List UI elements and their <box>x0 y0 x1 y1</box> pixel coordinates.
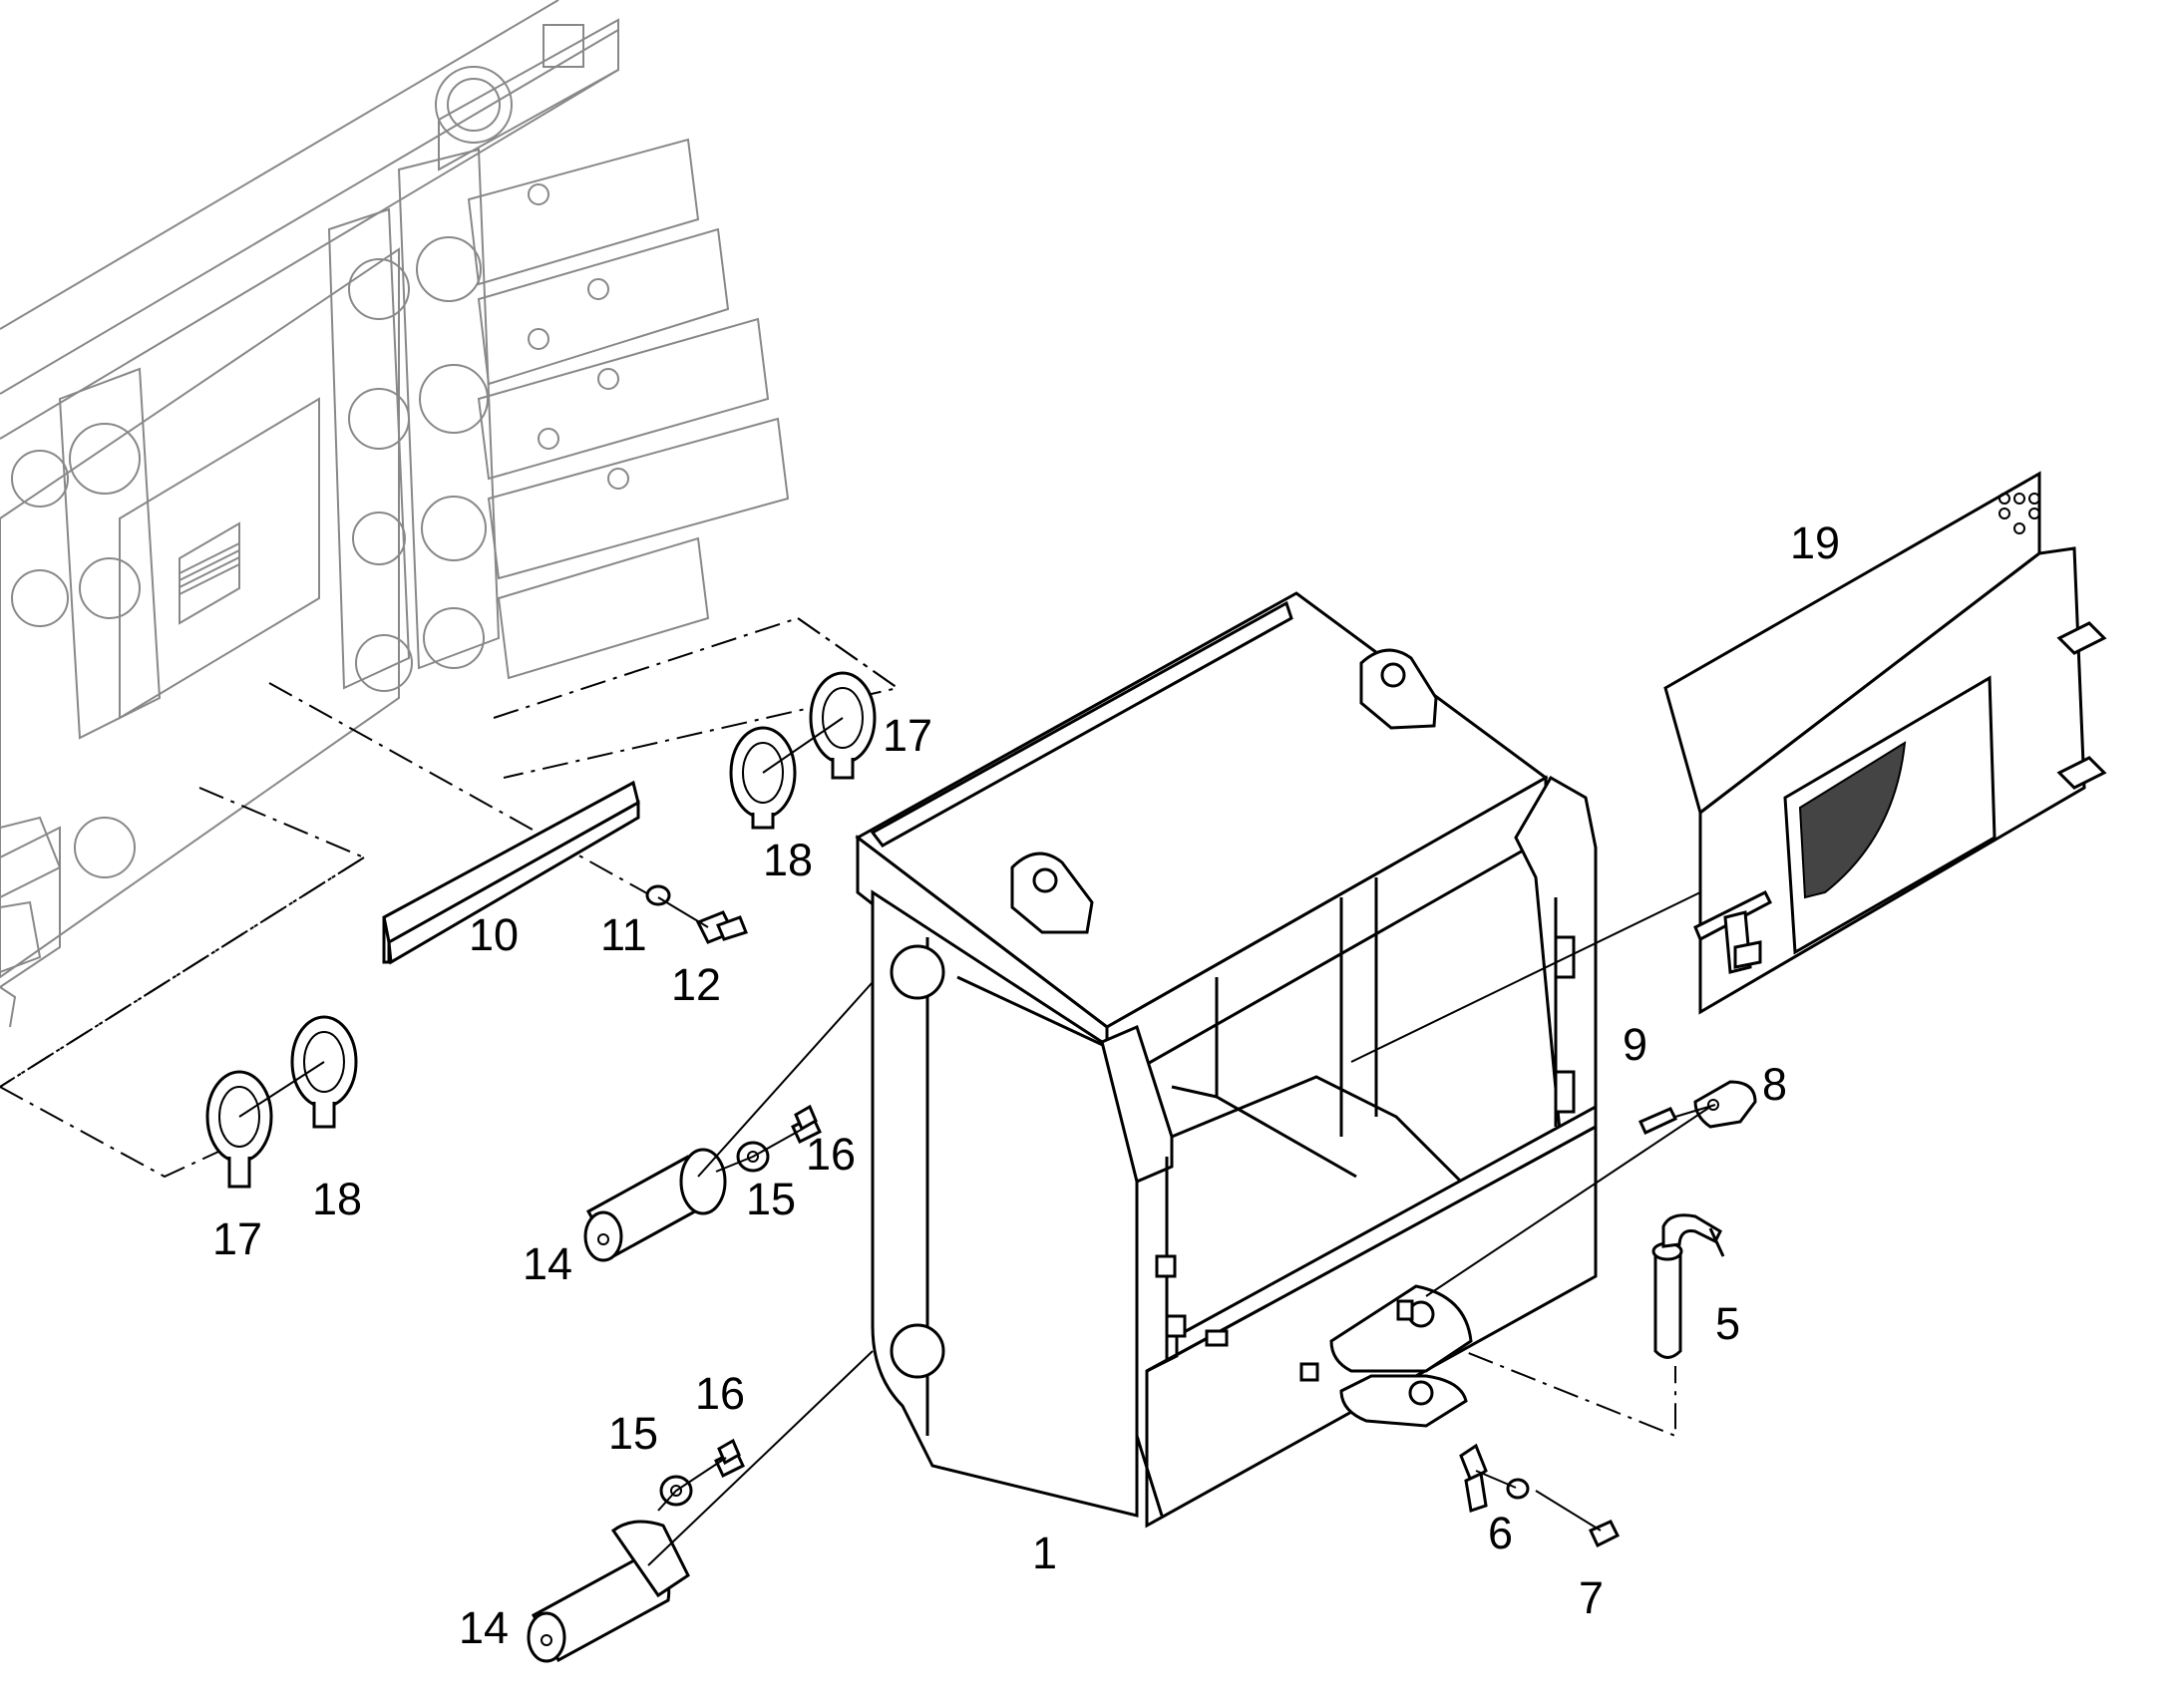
callout-7: 7 <box>1579 1572 1604 1623</box>
callout-6: 6 <box>1488 1508 1513 1558</box>
callout-12: 12 <box>671 959 721 1010</box>
leader-lines <box>238 717 1716 1566</box>
callout-8: 8 <box>1762 1059 1787 1110</box>
callout-17-upper: 17 <box>883 710 932 761</box>
machine-frame-background <box>0 0 790 1028</box>
callout-16-lower: 16 <box>695 1368 745 1419</box>
callout-15-lower: 15 <box>608 1408 658 1459</box>
callout-9: 9 <box>1623 1019 1647 1070</box>
callout-10: 10 <box>469 909 519 960</box>
callout-15-upper: 15 <box>746 1174 796 1224</box>
callout-11: 11 <box>600 909 647 960</box>
callout-19: 19 <box>1790 517 1840 568</box>
callout-18-upper: 18 <box>763 835 813 885</box>
side-cover-panel <box>1663 471 2107 1015</box>
callout-1: 1 <box>1032 1528 1057 1578</box>
assembly-guide-lines <box>0 616 1676 1438</box>
callout-14-lower: 14 <box>459 1602 509 1653</box>
callout-labels: 1 5 6 7 8 9 10 11 12 14 14 15 15 16 16 1… <box>212 517 1840 1653</box>
callout-17-lower: 17 <box>212 1213 262 1264</box>
counterweight-body <box>855 591 1598 1529</box>
callout-16-upper: 16 <box>806 1129 856 1180</box>
callout-5: 5 <box>1715 1298 1740 1349</box>
callout-18-lower: 18 <box>312 1174 362 1224</box>
callout-14-upper: 14 <box>523 1238 572 1289</box>
